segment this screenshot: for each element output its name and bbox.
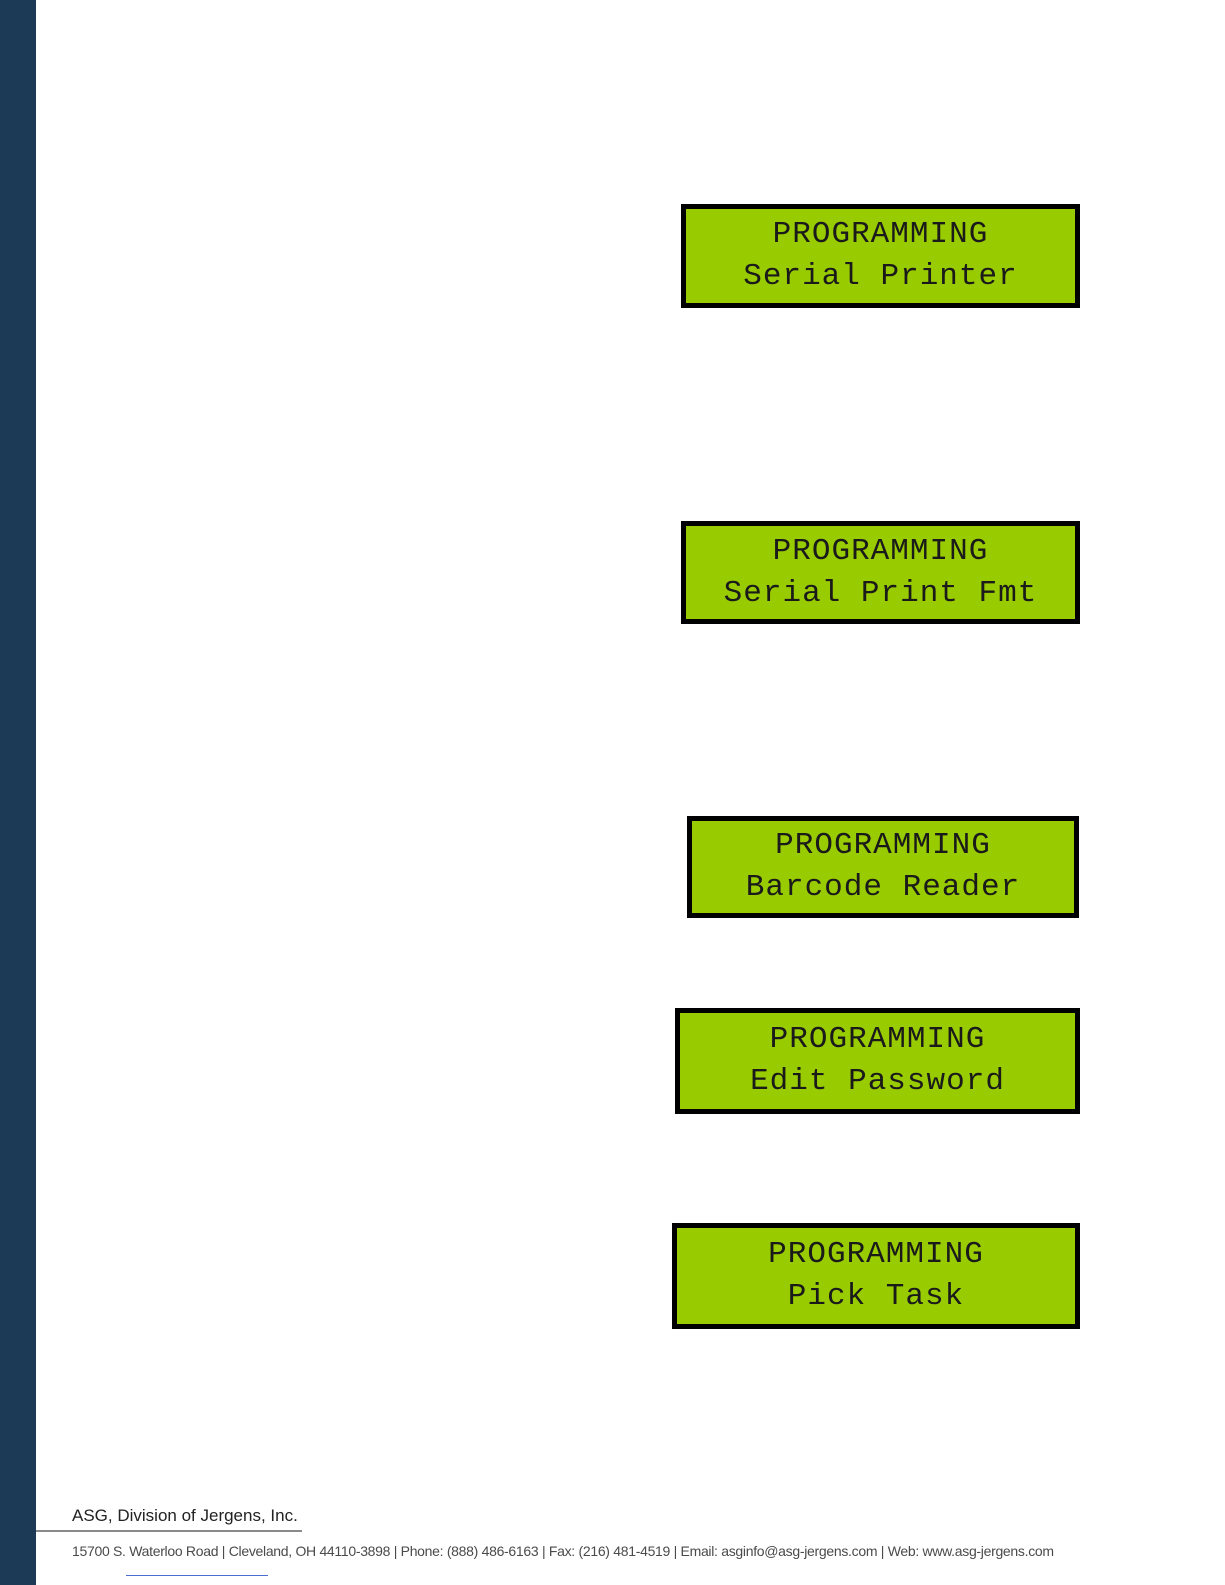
footer-contact-line: 15700 S. Waterloo Road | Cleveland, OH 4… (72, 1543, 1054, 1559)
lcd-display-serial-printer: PROGRAMMING Serial Printer (681, 204, 1080, 308)
lcd-line-1: PROGRAMMING (768, 1237, 984, 1272)
lcd-display-edit-password: PROGRAMMING Edit Password (675, 1008, 1080, 1114)
footer-company-name: ASG, Division of Jergens, Inc. (72, 1506, 298, 1525)
lcd-line-1: PROGRAMMING (772, 533, 989, 569)
lcd-line-2: Edit Password (750, 1064, 1005, 1099)
lcd-display-pick-task: PROGRAMMING Pick Task (672, 1223, 1080, 1329)
lcd-display-barcode-reader: PROGRAMMING Barcode Reader (687, 816, 1079, 918)
lcd-line-1: PROGRAMMING (769, 1022, 986, 1057)
lcd-line-2: Serial Printer (743, 259, 1018, 294)
lcd-line-1: PROGRAMMING (772, 217, 989, 252)
left-sidebar-band (0, 0, 36, 1585)
lcd-line-2: Pick Task (787, 1279, 965, 1314)
lcd-display-serial-print-fmt: PROGRAMMING Serial Print Fmt (681, 521, 1080, 624)
lcd-line-1: PROGRAMMING (775, 828, 991, 863)
footer-divider (36, 1530, 302, 1532)
lcd-line-2: Serial Print Fmt (723, 575, 1038, 611)
lcd-line-2: Barcode Reader (745, 870, 1021, 905)
footer-link-underline (126, 1575, 268, 1576)
